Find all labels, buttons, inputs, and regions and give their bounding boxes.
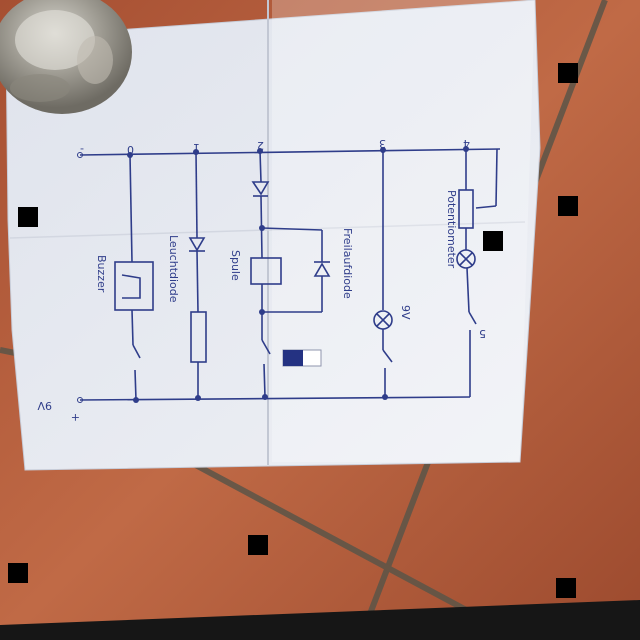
label-terminal-2: 2 — [257, 139, 264, 152]
label-terminal-4: 4 — [463, 137, 470, 150]
slide-switch-sketch — [282, 349, 322, 367]
label-terminal-5: 5 — [479, 327, 486, 340]
junction-dots — [77, 146, 469, 403]
marker-2 — [18, 207, 38, 227]
marker-7 — [556, 578, 576, 598]
handwritten-labels: 9V + - 0 1 2 3 4 5 Buzzer Leuchtdiode Sp… — [37, 137, 486, 424]
label-lamp-voltage: 9V — [399, 305, 412, 320]
label-relay-coil: Spule — [229, 250, 242, 281]
marker-3 — [558, 196, 578, 216]
marker-1 — [558, 63, 578, 83]
marker-6 — [8, 563, 28, 583]
marker-5 — [248, 535, 268, 555]
label-terminal-0: 0 — [127, 143, 134, 156]
label-voltage: 9V — [37, 399, 52, 412]
floor-shadow — [0, 600, 640, 640]
label-potentiometer: Potentiometer — [445, 190, 458, 269]
label-terminal-minus: - — [80, 143, 84, 156]
label-terminal-1: 1 — [193, 141, 200, 154]
label-terminal-3: 3 — [379, 137, 386, 150]
label-freewheel-diode: Freilaufdiode — [341, 228, 354, 299]
marker-4 — [483, 231, 503, 251]
label-buzzer: Buzzer — [95, 255, 108, 293]
drinking-glass — [0, 0, 132, 114]
label-terminal-plus: + — [71, 411, 80, 424]
label-led: Leuchtdiode — [167, 235, 180, 303]
